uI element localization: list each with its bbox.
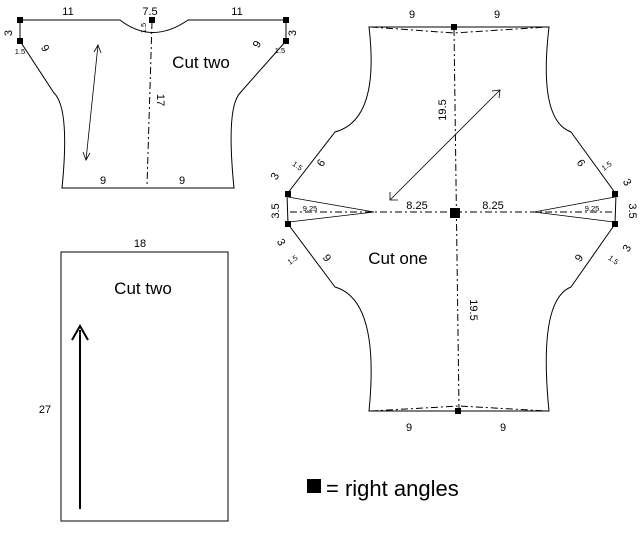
right-angle-marker [283, 38, 289, 44]
body-lower-right-15-label: 1.5 [607, 253, 621, 266]
sleeve-corner-left-15-label: 1.5 [15, 47, 25, 56]
sleeve-corner-right-15-label: 1.5 [275, 46, 285, 55]
right-angle-marker [285, 191, 291, 197]
body-dart-right-label: 9.25 [585, 204, 600, 213]
body-bottom-left-label: 9 [406, 422, 412, 434]
legend: = right angles [307, 476, 459, 501]
band-height-label: 27 [39, 404, 51, 416]
band-label: Cut two [114, 279, 172, 298]
body-length-bottom-label: 19.5 [467, 299, 479, 320]
body-dart-width-right-label: 3.5 [626, 203, 638, 218]
sleeve-slope-left-label: 9 [38, 43, 51, 54]
body-right-dart [533, 196, 616, 223]
right-angle-marker [285, 221, 291, 227]
body-lower-right-9-label: 9 [573, 252, 586, 264]
right-angle-marker [17, 38, 23, 44]
body-top-right-label: 9 [494, 9, 500, 21]
right-angle-marker [455, 408, 461, 414]
sleeve-slope-right-label: 9 [251, 39, 264, 50]
body-length-top-label: 19.5 [437, 99, 449, 120]
body-grainline-arrowhead-top [491, 89, 501, 99]
right-angle-marker [451, 24, 457, 30]
sleeve-cuff-right-label: 9 [179, 175, 185, 187]
sleeve-label: Cut two [172, 53, 230, 72]
body-lower-left-9-label: 9 [320, 252, 333, 264]
sleeve-outline [19, 19, 287, 189]
body-grainline [389, 89, 501, 201]
body-left-dart [287, 196, 375, 223]
body-dart-left-label: 9.25 [303, 204, 318, 213]
right-angle-marker [17, 17, 23, 23]
body-upper-left-3-label: 3 [269, 171, 282, 182]
sleeve-center-line [146, 21, 153, 187]
body-lower-right-3-label: 3 [621, 243, 634, 254]
sleeve-corner-right-3-label: 3 [287, 30, 299, 36]
band-grainline-arrowhead [71, 323, 89, 341]
sleeve-corner-left-3-label: 3 [3, 30, 15, 36]
body-lower-left-3-label: 3 [274, 237, 287, 248]
sleeve-length-label: 17 [154, 94, 166, 106]
right-angle-marker [283, 17, 289, 23]
body-top-left-label: 9 [409, 9, 415, 21]
body-top-seam-line [370, 26, 548, 34]
right-angle-marker [612, 221, 618, 227]
body-upper-right-15-label: 1.5 [600, 159, 614, 172]
right-angle-marker [612, 191, 618, 197]
legend-square-icon [307, 479, 321, 493]
sleeve-shoulder-left-label: 11 [62, 6, 73, 18]
body-lower-left-15-label: 1.5 [286, 253, 300, 266]
sleeve-grainline-arrowhead-top [93, 44, 102, 54]
body-upper-left-6-label: 6 [315, 157, 328, 169]
body-vertical-center-line [453, 28, 460, 410]
band-piece: 18 27 Cut two [39, 238, 229, 522]
body-bottom-right-label: 9 [500, 422, 506, 434]
body-label: Cut one [368, 249, 428, 268]
sleeve-grainline-arrowhead-bottom [82, 151, 91, 161]
sleeve-cuff-left-label: 9 [100, 175, 106, 187]
body-dart-width-left-label: 3.5 [270, 203, 282, 218]
body-piece: 9 9 19.5 19.5 8.25 8.25 9.25 9.25 3.5 3.… [269, 9, 638, 434]
body-bottom-seam-line [370, 405, 548, 412]
body-center-right-label: 8.25 [482, 200, 503, 212]
body-center-left-label: 8.25 [406, 200, 427, 212]
body-upper-left-15-label: 1.5 [291, 159, 305, 172]
right-angle-marker [149, 17, 155, 23]
sleeve-shoulder-right-label: 11 [231, 6, 242, 18]
body-grainline-arrowhead-bottom [389, 192, 398, 201]
band-width-label: 18 [134, 238, 146, 250]
body-upper-right-3-label: 3 [620, 177, 633, 188]
right-angle-marker [450, 208, 460, 218]
body-outline [286, 26, 617, 412]
body-upper-right-6-label: 6 [574, 157, 587, 169]
legend-text: = right angles [326, 476, 459, 501]
sleeve-piece: 11 7.5 11 1.5 3 1.5 3 1.5 9 9 Cut two 17… [3, 6, 299, 189]
sleeve-grainline [85, 44, 99, 161]
band-outline [60, 251, 229, 522]
sleeve-neck-drop-label: 1.5 [139, 23, 148, 33]
sleeve-neck-label: 7.5 [142, 6, 157, 18]
